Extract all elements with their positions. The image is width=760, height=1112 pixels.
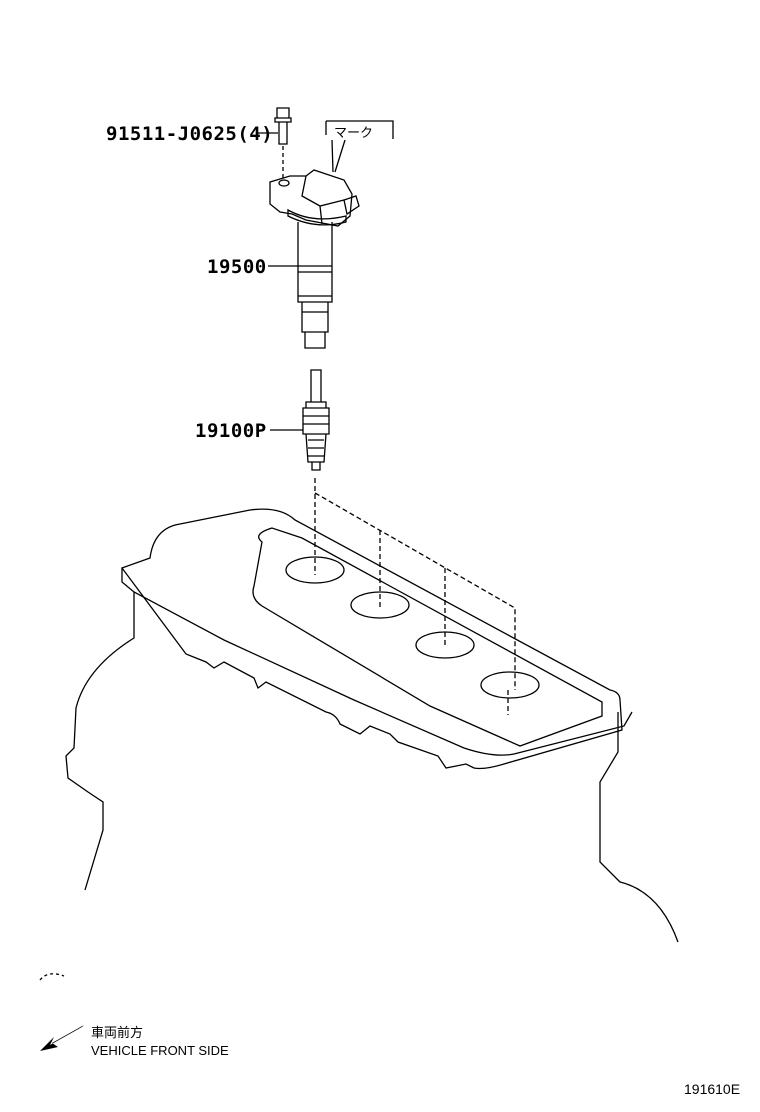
mark-label: マーク [334, 125, 374, 140]
ignition-coil[interactable] [269, 169, 360, 349]
alignment-lines [314, 478, 516, 715]
bolt[interactable] [274, 107, 292, 178]
direction-label-jp: 車両前方 [91, 1025, 144, 1040]
engine-cylinder-head [39, 508, 679, 981]
mark-callout [325, 120, 394, 173]
part-label-plug[interactable]: 19100P [195, 420, 267, 442]
figure-id: 191610E [684, 1081, 741, 1097]
part-label-bolt[interactable]: 91511-J0625(4) [106, 123, 274, 145]
spark-plug[interactable] [302, 369, 330, 471]
direction-label-en: VEHICLE FRONT SIDE [91, 1043, 229, 1058]
part-label-coil[interactable]: 19500 [207, 256, 267, 278]
arrow-down-left-icon [40, 1025, 84, 1051]
